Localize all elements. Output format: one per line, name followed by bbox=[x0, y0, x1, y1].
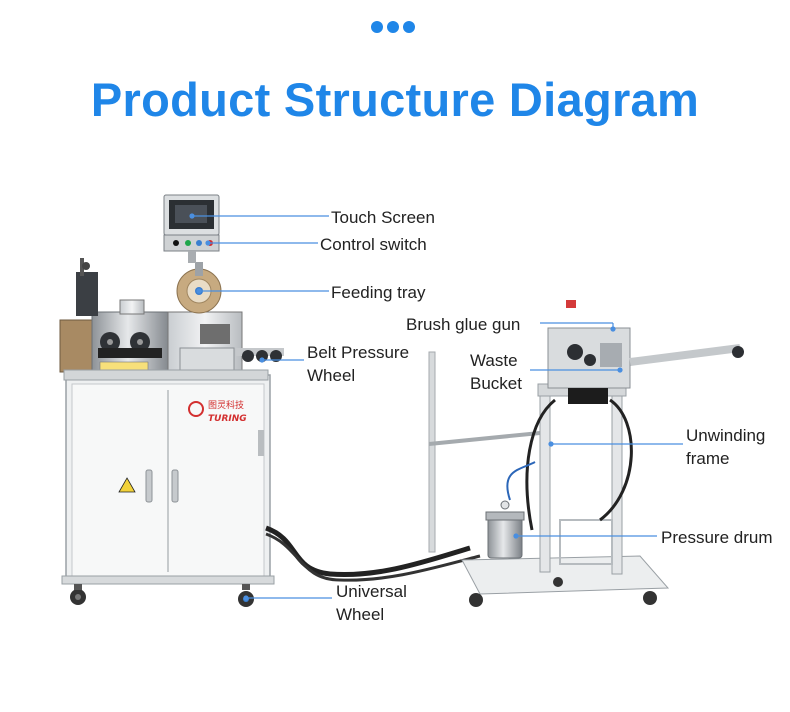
callout-text: Wheel bbox=[336, 605, 385, 624]
callout-waste-bucket: Waste Bucket bbox=[470, 349, 522, 395]
callout-text: Bucket bbox=[470, 374, 522, 393]
callout-text: Brush glue gun bbox=[406, 315, 521, 334]
callout-text: Unwinding bbox=[686, 426, 766, 445]
dot bbox=[371, 21, 383, 33]
callout-text: Universal bbox=[336, 582, 407, 601]
callout-pressure-drum: Pressure drum bbox=[661, 526, 772, 549]
main-machine bbox=[59, 194, 284, 607]
callout-text: Touch Screen bbox=[331, 208, 435, 227]
diagram-title: Product Structure Diagram bbox=[90, 73, 700, 126]
callout-control-switch: Control switch bbox=[320, 233, 427, 256]
callout-text: Control switch bbox=[320, 235, 427, 254]
callout-text: Pressure drum bbox=[661, 528, 773, 547]
callout-text: Waste bbox=[470, 351, 518, 370]
svg-text:图灵科技: 图灵科技 bbox=[208, 399, 244, 411]
callout-belt-pressure-wheel: Belt Pressure Wheel bbox=[307, 341, 409, 387]
callout-unwinding-frame: Unwinding frame bbox=[686, 424, 765, 470]
callout-text: Wheel bbox=[307, 366, 356, 385]
page-indicator-dots bbox=[371, 21, 415, 33]
unwinding-machine bbox=[428, 300, 744, 607]
callout-brush-glue-gun: Brush glue gun bbox=[406, 313, 520, 336]
svg-text:TURING: TURING bbox=[208, 414, 247, 424]
callout-text: Feeding tray bbox=[331, 283, 426, 302]
callout-universal-wheel: Universal Wheel bbox=[336, 580, 407, 626]
callout-touch-screen: Touch Screen bbox=[331, 206, 435, 229]
callout-text: Belt Pressure bbox=[307, 343, 410, 362]
brand-logo: 图灵科技 TURING bbox=[188, 399, 247, 424]
dot bbox=[403, 21, 415, 33]
dot bbox=[387, 21, 399, 33]
callout-lines bbox=[189, 213, 683, 601]
callout-text: frame bbox=[686, 449, 730, 468]
callout-feeding-tray: Feeding tray bbox=[331, 281, 426, 304]
